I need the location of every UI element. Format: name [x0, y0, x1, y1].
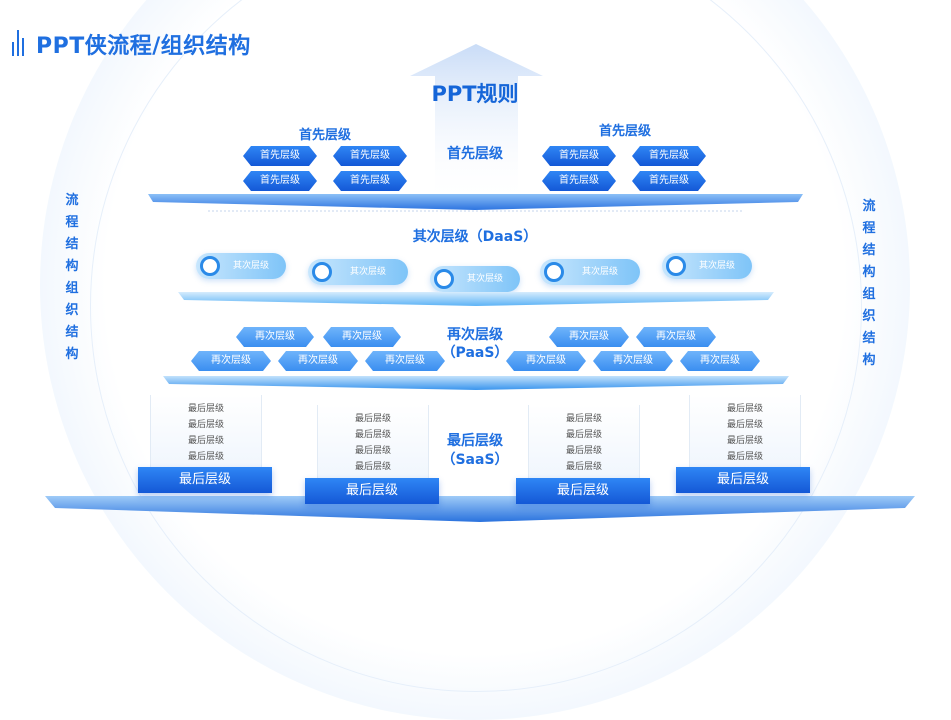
level2-pill: 其次层级: [662, 253, 752, 279]
level3-item: 再次层级: [636, 327, 716, 347]
level4-item: 最后层级: [565, 430, 602, 440]
side-label-right: 流程结构组织结构: [862, 199, 876, 368]
level4-platform: [45, 496, 915, 522]
level4-column: 最后层级 最后层级 最后层级 最后层级: [689, 395, 801, 470]
level1-item: 首先层级: [542, 146, 616, 166]
level4-badge: 最后层级: [305, 478, 439, 504]
level3-item: 再次层级: [323, 327, 401, 347]
level1-platform: [148, 194, 803, 212]
level2-platform: [178, 292, 774, 306]
level4-item: 最后层级: [565, 462, 602, 472]
level3-item: 再次层级: [506, 351, 586, 371]
level1-item: 首先层级: [243, 146, 317, 166]
level4-item: 最后层级: [565, 414, 602, 424]
level2-center-label: 其次层级（DaaS）: [412, 229, 538, 245]
level4-item: 最后层级: [726, 452, 763, 462]
rule-title: PPT规则: [431, 82, 519, 106]
level3-item: 再次层级: [593, 351, 673, 371]
level1-item: 首先层级: [333, 146, 407, 166]
logo-bars-icon: [12, 24, 34, 56]
level4-badge: 最后层级: [138, 467, 272, 493]
level4-item: 最后层级: [354, 430, 391, 440]
level1-item: 首先层级: [632, 171, 706, 191]
level4-column: 最后层级 最后层级 最后层级 最后层级: [528, 405, 640, 480]
level4-item: 最后层级: [726, 420, 763, 430]
level4-column: 最后层级 最后层级 最后层级 最后层级: [150, 395, 262, 470]
page-title: PPT侠流程/组织结构: [36, 34, 251, 59]
level4-center-label-2: （SaaS）: [441, 452, 509, 468]
level3-platform: [163, 376, 789, 390]
level4-item: 最后层级: [354, 414, 391, 424]
level2-pill: 其次层级: [196, 253, 286, 279]
level3-item: 再次层级: [278, 351, 358, 371]
level1-left-title: 首先层级: [298, 128, 351, 143]
level4-item: 最后层级: [354, 462, 391, 472]
level3-item: 再次层级: [191, 351, 271, 371]
level2-pill: 其次层级: [430, 266, 520, 292]
level3-center-label-2: （PaaS）: [441, 345, 509, 361]
level4-item: 最后层级: [187, 404, 224, 414]
level1-item: 首先层级: [632, 146, 706, 166]
level3-center-label-1: 再次层级: [447, 327, 503, 343]
level1-item: 首先层级: [243, 171, 317, 191]
level1-item: 首先层级: [542, 171, 616, 191]
level4-badge: 最后层级: [676, 467, 810, 493]
level2-pill: 其次层级: [540, 259, 640, 285]
level1-item: 首先层级: [333, 171, 407, 191]
level3-item: 再次层级: [365, 351, 445, 371]
level3-item: 再次层级: [236, 327, 314, 347]
level4-item: 最后层级: [726, 404, 763, 414]
up-arrow-icon: [410, 44, 543, 204]
level3-item: 再次层级: [549, 327, 629, 347]
level4-item: 最后层级: [726, 436, 763, 446]
side-label-left: 流程结构组织结构: [65, 193, 79, 362]
level4-item: 最后层级: [187, 452, 224, 462]
level1-right-title: 首先层级: [598, 124, 651, 139]
level4-item: 最后层级: [565, 446, 602, 456]
level4-center-label-1: 最后层级: [447, 433, 503, 449]
level4-item: 最后层级: [187, 420, 224, 430]
level1-center-label: 首先层级: [447, 146, 503, 162]
level3-item: 再次层级: [680, 351, 760, 371]
level4-item: 最后层级: [187, 436, 224, 446]
level4-item: 最后层级: [354, 446, 391, 456]
level2-pill: 其次层级: [308, 259, 408, 285]
level4-badge: 最后层级: [516, 478, 650, 504]
level4-column: 最后层级 最后层级 最后层级 最后层级: [317, 405, 429, 480]
